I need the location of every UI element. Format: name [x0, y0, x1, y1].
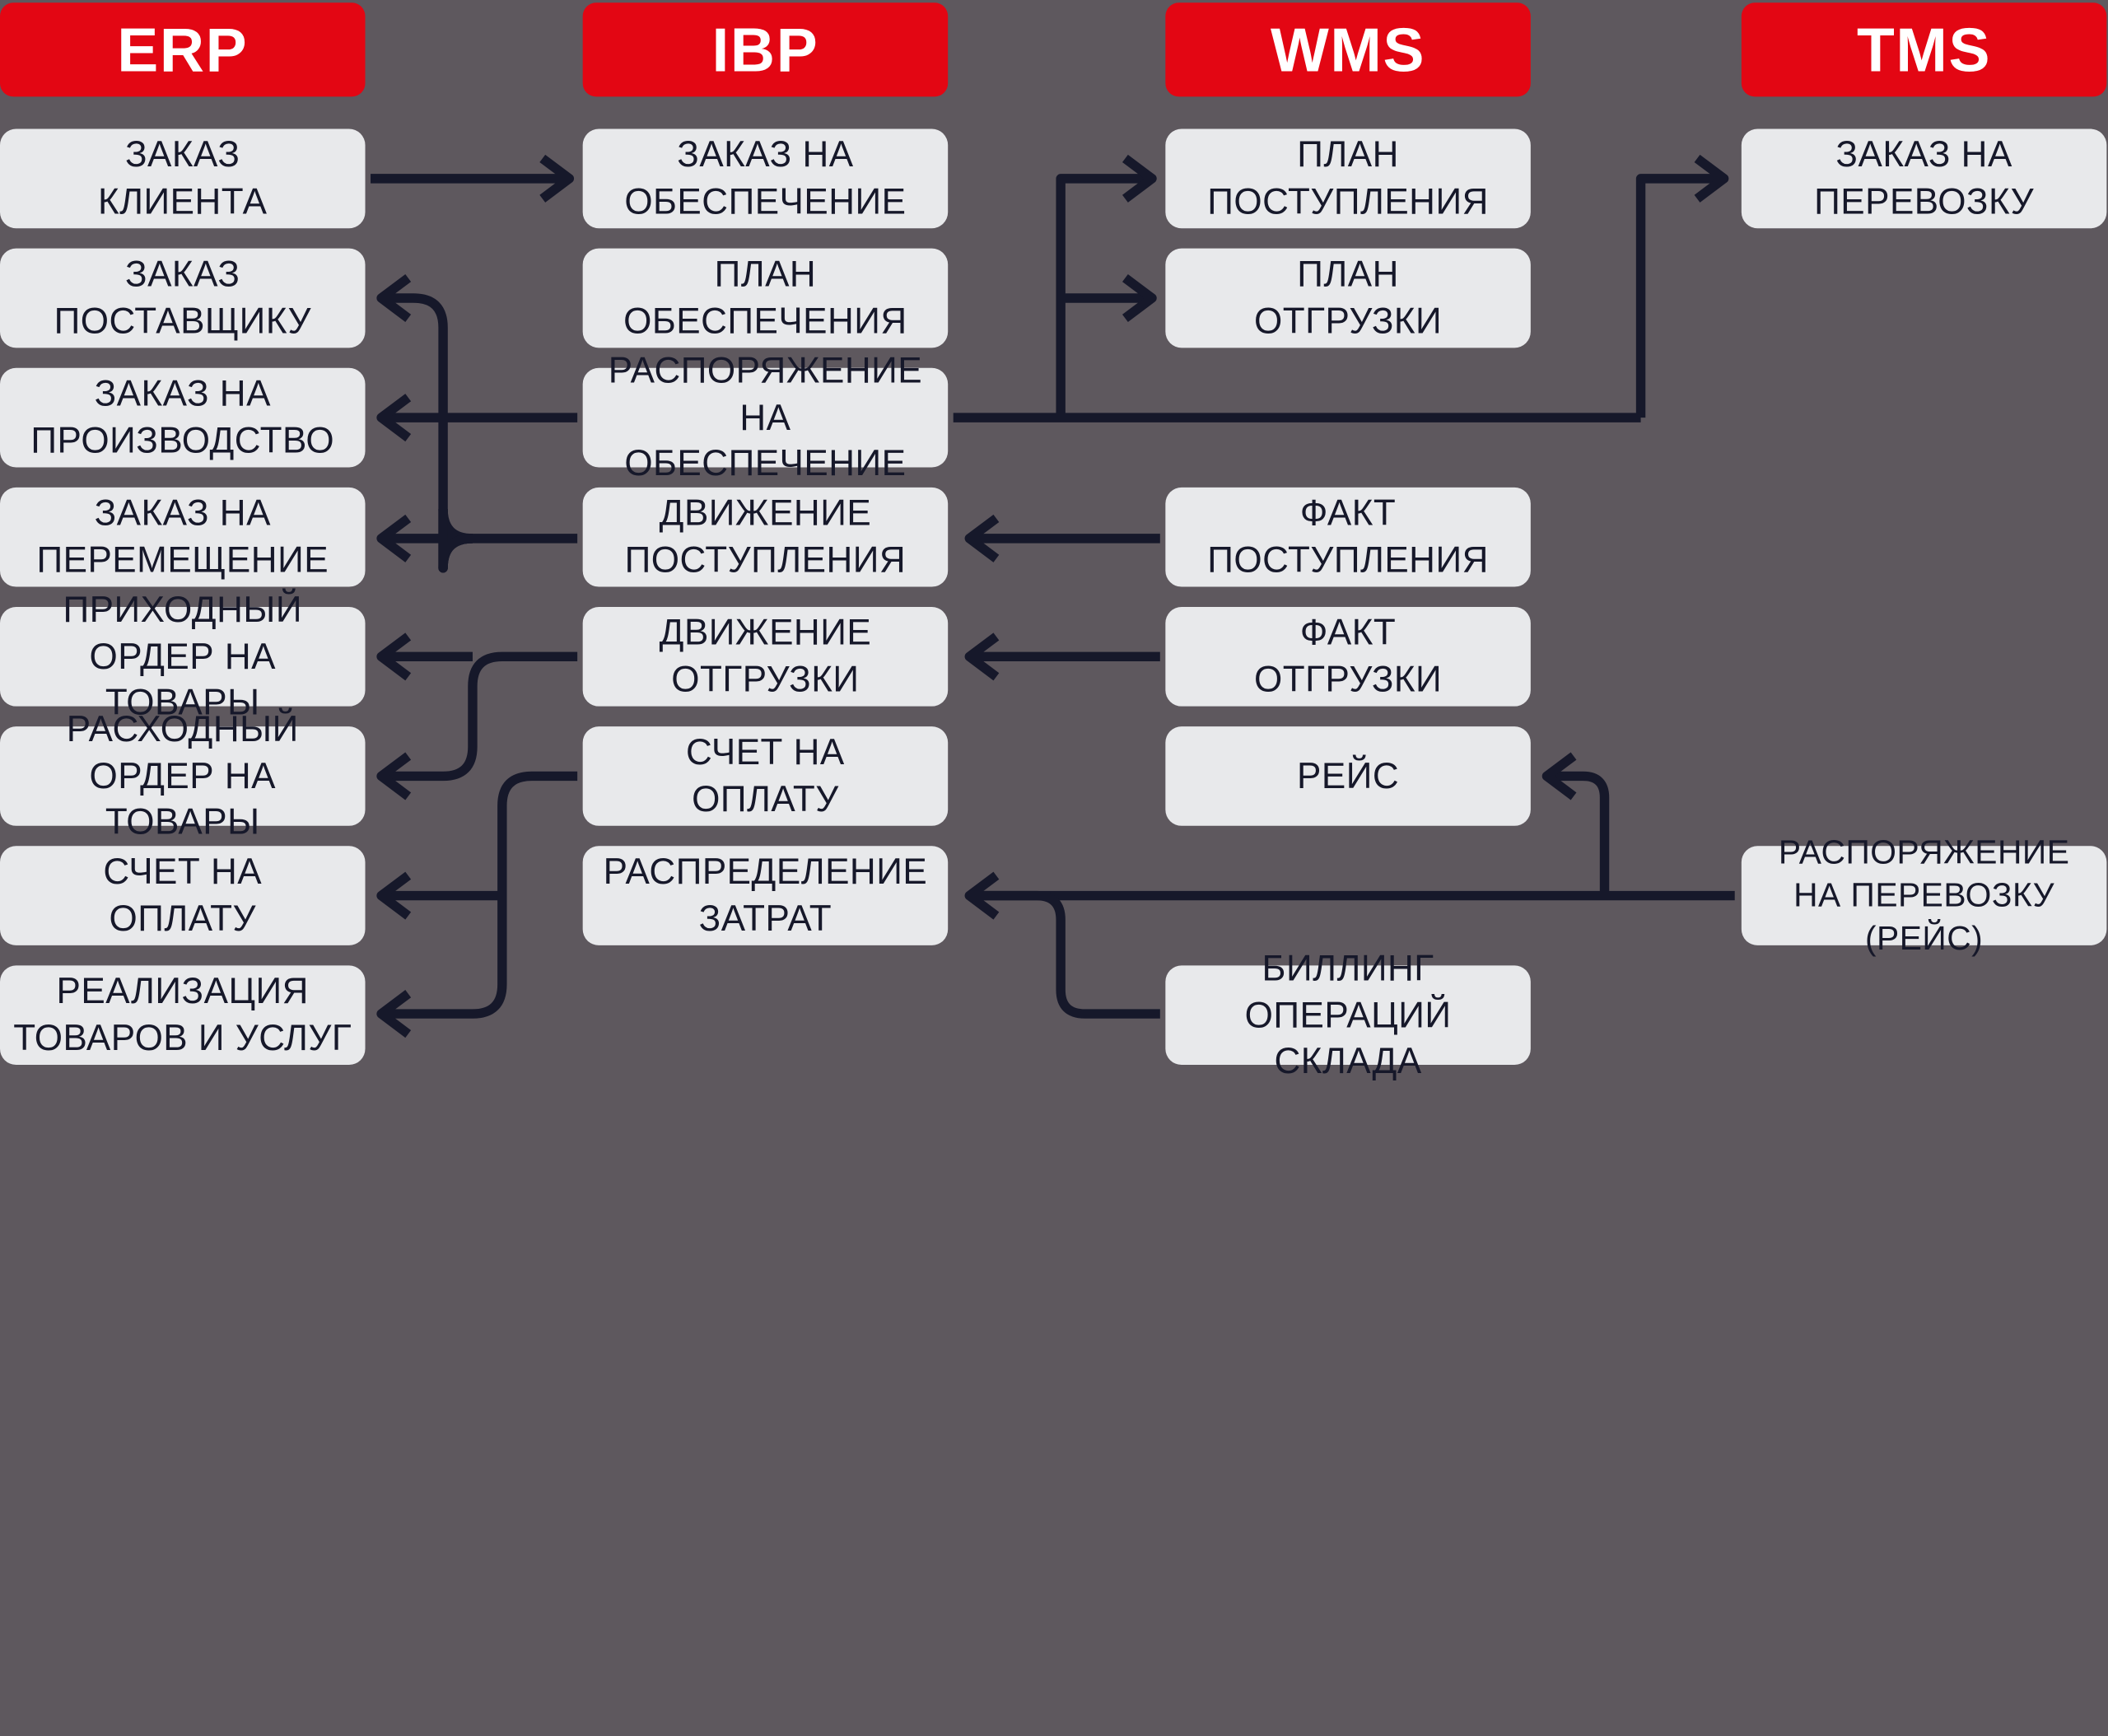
connector-erp1-ibp1	[371, 154, 575, 203]
node-tms-zakaz-na-perevozku[interactable]: ЗАКАЗ НА ПЕРЕВОЗКУ	[1741, 128, 2107, 229]
node-wms-fakt-otgruzki[interactable]: ФАКТ ОТГРУЗКИ	[1165, 607, 1531, 707]
diagram-canvas: ERP IBP WMS TMS	[0, 2, 2107, 1081]
node-wms-billing-operatsiy-sklada[interactable]: БИЛЛИНГ ОПЕРАЦИЙ СКЛАДА	[1165, 948, 1531, 1081]
node-ibp-plan-obespecheniya[interactable]: ПЛАН ОБЕСПЕЧЕНИЯ	[582, 248, 949, 348]
node-ibp-dvizhenie-postupleniya[interactable]: ДВИЖЕНИЕ ПОСТУПЛЕНИЯ	[582, 487, 949, 587]
node-wms-plan-otgruzki[interactable]: ПЛАН ОТГРУЗКИ	[1165, 248, 1531, 348]
node-ibp-raspredelenie-zatrat[interactable]: РАСПРЕДЕЛЕНИЕ ЗАТРАТ	[582, 846, 949, 945]
column-header-tms: TMS	[1741, 2, 2107, 97]
connector-ibp6-erp	[376, 771, 578, 1038]
node-erp-zakaz-postavshchiku[interactable]: ЗАКАЗ ПОСТАВЩИКУ	[0, 248, 366, 348]
column-header-wms: WMS	[1165, 2, 1531, 97]
node-erp-raskhodnyy-order[interactable]: РАСХОДНЫЙ ОРДЕР НА ТОВАРЫ	[0, 709, 366, 842]
connector-wms6-ibp7	[974, 890, 1160, 1019]
connector-wms3-ibp4	[964, 514, 1160, 562]
node-erp-prikhodnyy-order[interactable]: ПРИХОДНЫЙ ОРДЕР НА ТОВАРЫ	[0, 590, 366, 723]
node-ibp-zakaz-na-obespechenie[interactable]: ЗАКАЗ НА ОБЕСПЕЧЕНИЕ	[582, 128, 949, 229]
node-erp-zakaz-klienta[interactable]: ЗАКАЗ КЛИЕНТА	[0, 128, 366, 229]
node-ibp-schet-na-oplatu[interactable]: СЧЕТ НА ОПЛАТУ	[582, 726, 949, 826]
node-wms-plan-postupleniya[interactable]: ПЛАН ПОСТУПЛЕНИЯ	[1165, 128, 1531, 229]
node-erp-schet-na-oplatu[interactable]: СЧЕТ НА ОПЛАТУ	[0, 846, 366, 945]
node-erp-zakaz-na-peremeshchenie[interactable]: ЗАКАЗ НА ПЕРЕМЕЩЕНИЕ	[0, 487, 366, 587]
connector-ibp5-erp	[376, 632, 578, 800]
node-erp-zakaz-na-proizvodstvo[interactable]: ЗАКАЗ НА ПРОИЗВОДСТВО	[0, 367, 366, 468]
node-wms-fakt-postupleniya[interactable]: ФАКТ ПОСТУПЛЕНИЯ	[1165, 487, 1531, 587]
node-ibp-rasporyazhenie-na-obespechenie[interactable]: РАСПОРЯЖЕНИЕ НА ОБЕСПЕЧЕНИЕ	[582, 351, 949, 483]
column-header-ibp: IBP	[582, 2, 949, 97]
node-tms-rasporyazhenie-na-perevozku[interactable]: РАСПОРЯЖЕНИЕ НА ПЕРЕВОЗКУ (РЕЙС)	[1741, 834, 2107, 958]
node-ibp-dvizhenie-otgruzki[interactable]: ДВИЖЕНИЕ ОТГРУЗКИ	[582, 607, 949, 707]
column-header-erp: ERP	[0, 2, 366, 97]
node-erp-realizatsiya[interactable]: РЕАЛИЗАЦИЯ ТОВАРОВ И УСЛУГ	[0, 965, 366, 1066]
connector-ibp4-erp	[376, 273, 578, 573]
connector-wms4-ibp5	[964, 632, 1160, 681]
node-wms-reys[interactable]: РЕЙС	[1165, 726, 1531, 826]
